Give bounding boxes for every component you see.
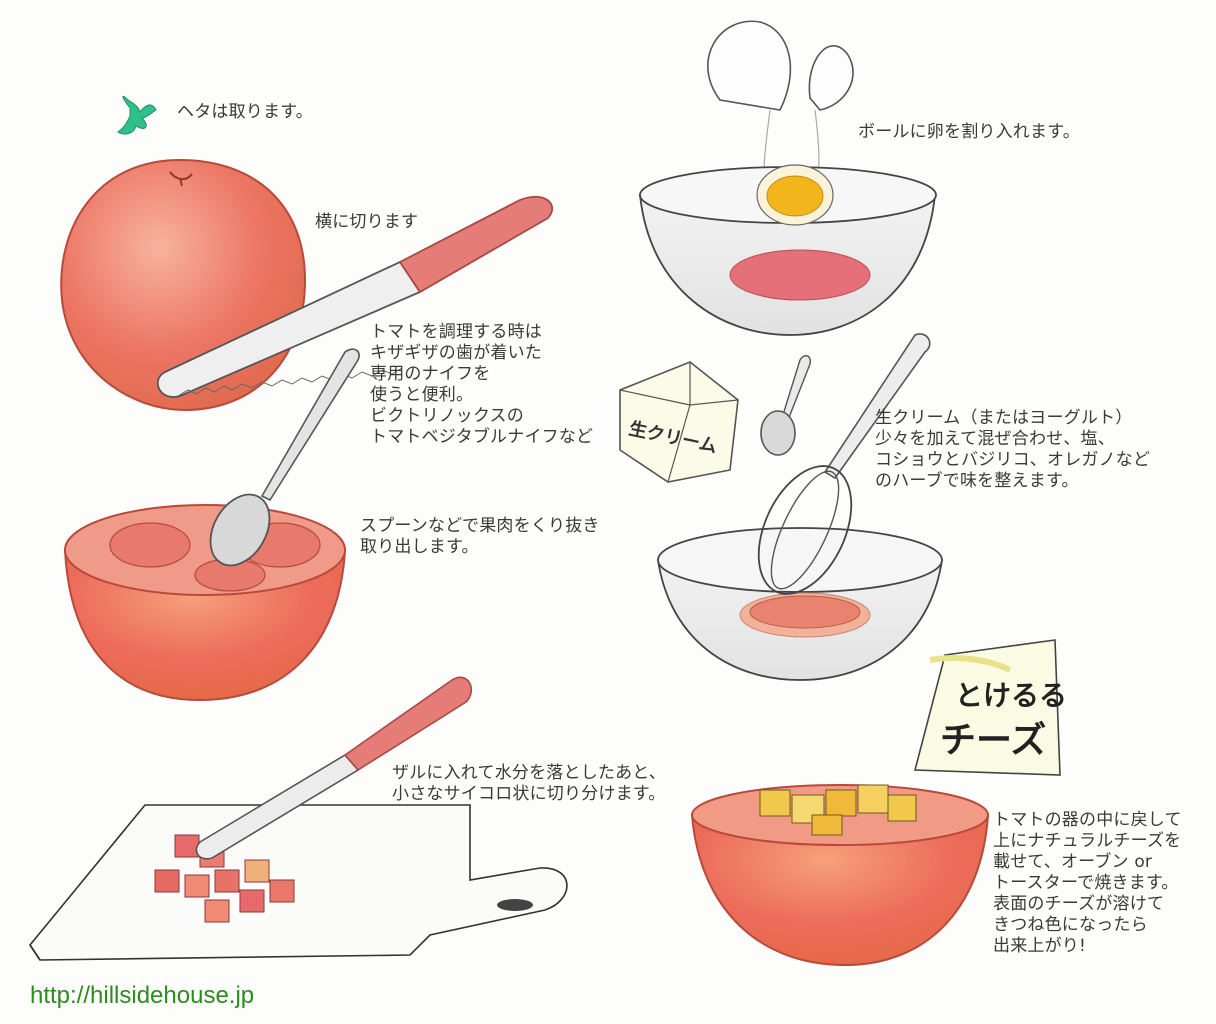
cheese-label-line2: チーズ	[940, 719, 1046, 761]
tomato-leaf-icon	[117, 95, 157, 135]
caption-slice: 横に切ります	[315, 212, 419, 232]
caption-cream: 生クリーム（またはヨーグルト） 少々を加えて混ぜ合わせ、塩、 コショウとバジリコ…	[875, 408, 1151, 491]
cheese-label-line1: とけるる	[955, 679, 1067, 712]
diced-tomato-drawing	[154, 834, 295, 923]
glass-bowl-egg-drawing	[638, 164, 937, 336]
whisk-bowl-drawing	[656, 527, 944, 681]
cream-carton-drawing	[619, 361, 739, 483]
caption-heta: ヘタは取ります。	[177, 102, 313, 122]
cheese-package-drawing	[913, 639, 1061, 776]
site-url-link[interactable]: http://hillsidehouse.jp	[30, 982, 255, 1009]
caption-egg: ボールに卵を割り入れます。	[858, 122, 1080, 142]
small-spoon-drawing	[760, 354, 812, 456]
hollowed-tomato-drawing	[63, 504, 347, 702]
stuffed-tomato-drawing	[690, 784, 990, 967]
whisk-drawing	[757, 333, 931, 595]
caption-knife-tip: トマトを調理する時は キザギザの歯が着いた 専用のナイフを 使うと便利。 ビクト…	[370, 322, 594, 447]
serrated-knife-drawing	[156, 195, 554, 398]
cutting-board-drawing	[29, 804, 568, 961]
caption-dice: ザルに入れて水分を落としたあと、 小さなサイコロ状に切り分けます。	[392, 763, 667, 804]
caption-bake: トマトの器の中に戻して 上にナチュラルチーズを 載せて、オーブン or トースタ…	[993, 810, 1182, 956]
spoon-drawing	[209, 348, 360, 567]
caption-scoop: スプーンなどで果肉をくり抜き 取り出します。	[360, 516, 600, 557]
knife-dicing-drawing	[195, 676, 472, 860]
